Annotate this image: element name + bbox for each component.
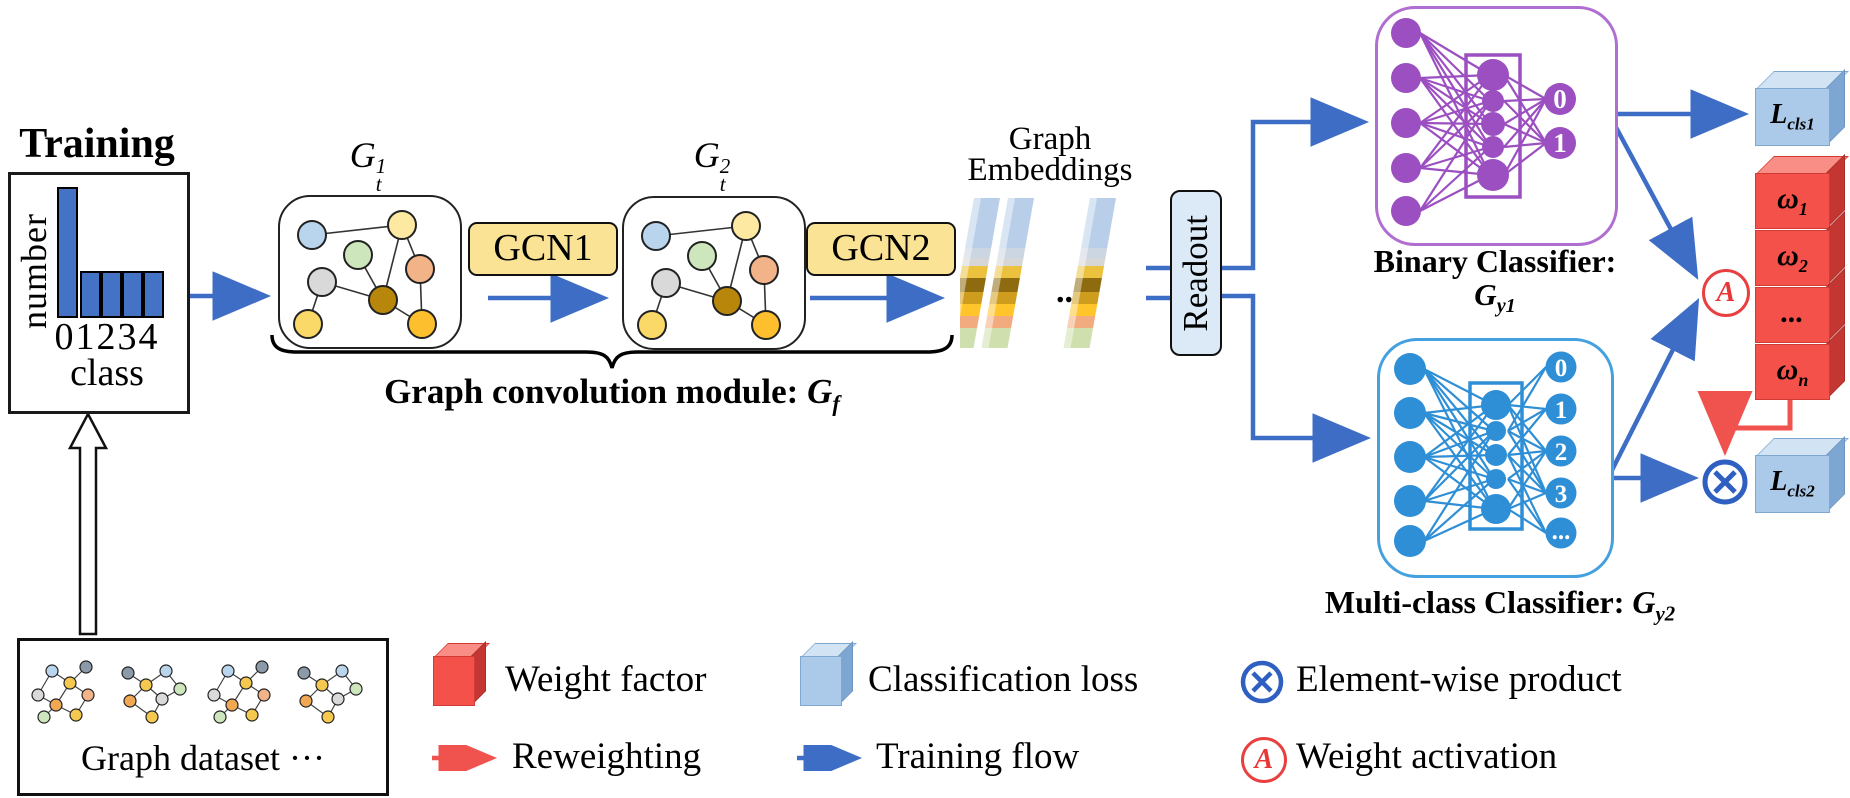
readout-box: Readout — [1170, 190, 1222, 356]
histogram-bar-class1 — [80, 271, 101, 318]
multiclass-output-0: 0 — [1555, 355, 1568, 382]
arrow-binary-to-activation — [1610, 118, 1699, 280]
legend-element-wise-product-icon — [1240, 660, 1284, 704]
arrow-dataset-to-training — [67, 411, 109, 636]
legend-element-wise-product: Element-wise product — [1296, 659, 1622, 700]
loss1-label: Lcls1 — [1770, 99, 1815, 134]
mini-graphs-icon — [31, 660, 363, 724]
histogram-y-axis-label: number — [14, 213, 54, 329]
embeddings-slabs-icon: ... — [960, 198, 1116, 348]
binary-classifier-symbol: Gy1 — [1474, 277, 1516, 318]
arrow-readout-to-multiclass — [1218, 293, 1371, 463]
histogram-x-axis-label: class — [70, 352, 144, 394]
histogram-x-ticks: 01234 — [54, 316, 160, 358]
legend-reweighting-arrow-icon — [432, 745, 497, 771]
graph-convolution-module-label: Graph convolution module: Gf — [384, 372, 840, 416]
legend-blue-cube-icon — [800, 641, 857, 706]
legend-weight-activation: Weight activation — [1296, 736, 1558, 777]
brace-graph-convolution — [270, 334, 954, 369]
weight-cube-2: ω2 — [1755, 211, 1845, 286]
arrow-multiclass-to-activation — [1605, 297, 1700, 480]
arrow-readout-to-binary — [1218, 97, 1369, 271]
legend-weight-activation-icon: A — [1241, 737, 1287, 783]
multiclass-output-dots: ... — [1552, 518, 1571, 545]
graph2-nodes-icon — [637, 211, 781, 340]
legend-classification-loss: Classification loss — [868, 659, 1139, 700]
graph2-box — [622, 196, 806, 350]
multiclass-output-1: 1 — [1555, 397, 1568, 424]
graph1-box — [278, 195, 462, 349]
histogram-bar-class2 — [101, 271, 122, 318]
loss2-cube: Lcls2 — [1755, 436, 1849, 513]
multiclass-classifier-box: 0 1 2 3 ... — [1377, 338, 1614, 578]
legend-weight-factor: Weight factor — [505, 659, 707, 700]
element-wise-product-icon — [1702, 459, 1748, 505]
multiclass-classifier-title: Multi-class Classifier: Gy2 — [1324, 584, 1676, 626]
multiclass-output-3: 3 — [1555, 481, 1568, 508]
graph1-nodes-icon — [293, 210, 437, 339]
embeddings-label: Graph Embeddings — [967, 121, 1133, 189]
weight-activation-icon: A — [1702, 269, 1750, 317]
weight-cube-1: ω1 — [1755, 154, 1849, 229]
loss2-label: Lcls2 — [1770, 466, 1815, 501]
weight-cube-dots: ... — [1755, 268, 1845, 343]
legend-red-cube-icon — [433, 641, 490, 706]
legend-training-flow-arrow-icon — [797, 745, 862, 771]
binary-classifier-box: 0 1 — [1375, 6, 1618, 246]
binary-classifier-title: Binary Classifier: — [1373, 243, 1617, 279]
training-title: Training — [19, 121, 175, 167]
loss1-cube: Lcls1 — [1755, 69, 1849, 146]
weight-cube-n: ωn — [1755, 325, 1845, 400]
binary-network-icon: 0 1 — [1391, 18, 1576, 226]
binary-output-1: 1 — [1553, 128, 1567, 158]
multiclass-output-2: 2 — [1555, 439, 1568, 466]
histogram-bar-class0 — [57, 187, 78, 318]
graph-dataset-box: Graph dataset ··· — [17, 638, 389, 796]
gcn1-box: GCN1 — [468, 222, 618, 276]
arrow-weights-to-product — [1697, 391, 1793, 456]
histogram-bar-class4 — [143, 271, 164, 318]
training-histogram: number 01234 class — [8, 172, 190, 414]
binary-output-0: 0 — [1553, 84, 1567, 114]
legend-training-flow: Training flow — [876, 736, 1080, 777]
multiclass-network-icon: 0 1 2 3 ... — [1394, 351, 1577, 557]
graph-dataset-label: Graph dataset ··· — [81, 738, 325, 778]
gcn2-box: GCN2 — [806, 222, 956, 276]
legend-reweighting: Reweighting — [512, 736, 702, 777]
histogram-bar-class3 — [122, 271, 143, 318]
